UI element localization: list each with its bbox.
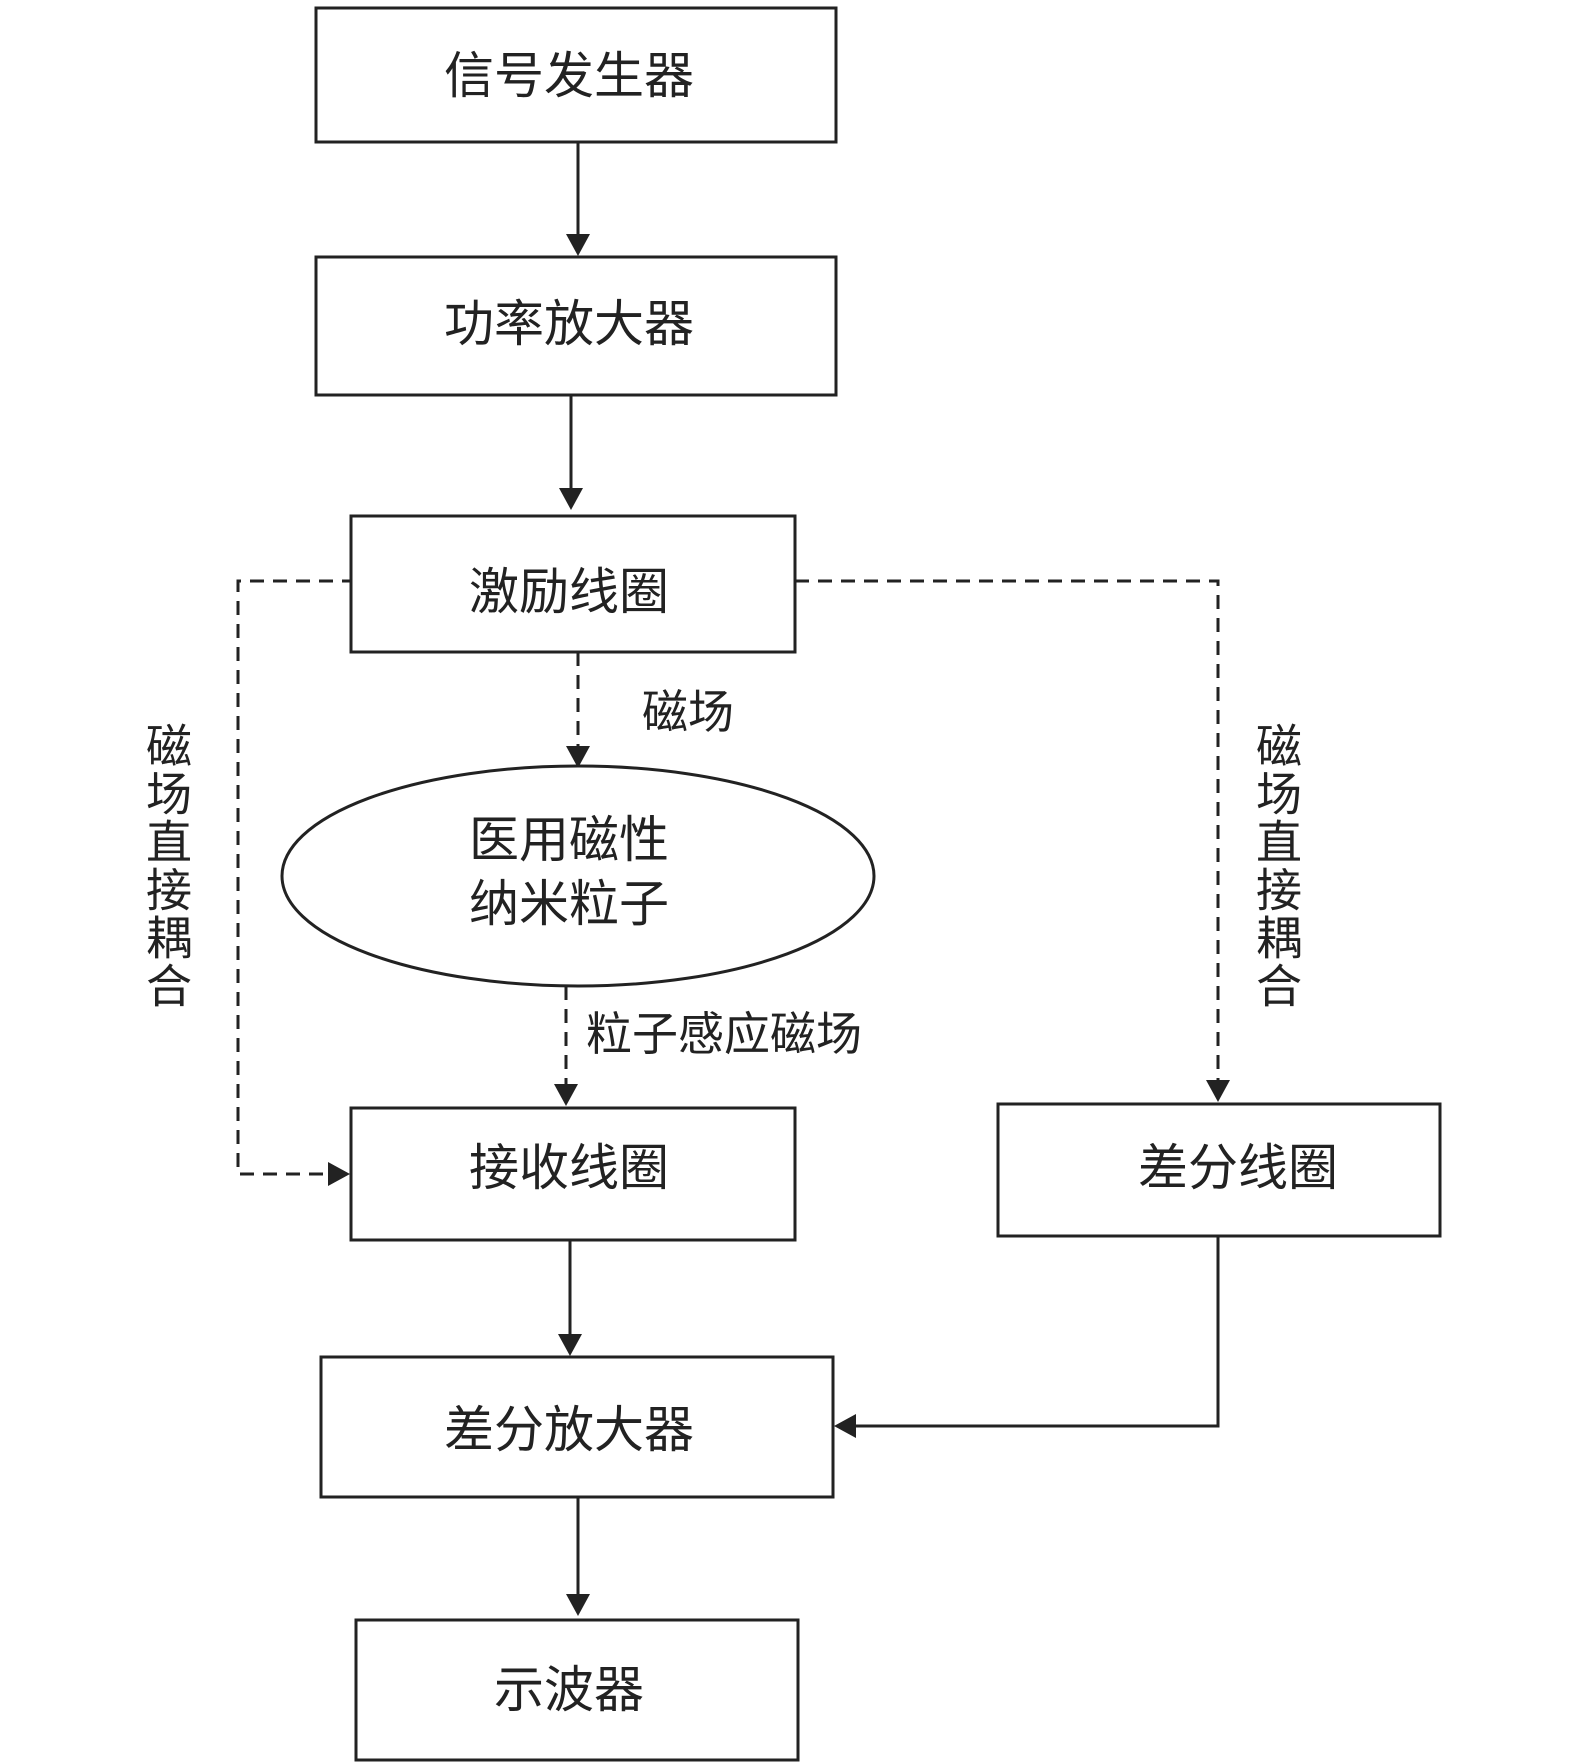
differential-coil-label: 差分线圈 xyxy=(1138,1139,1338,1197)
node-receiving-coil: 接收线圈 xyxy=(349,1106,797,1242)
edge-signal-to-power xyxy=(566,142,590,256)
edge-receiving-to-diffamp xyxy=(558,1240,582,1356)
edge-diffcoil-to-diffamp xyxy=(834,1236,1220,1438)
receiving-coil-label: 接收线圈 xyxy=(469,1139,669,1197)
node-nanoparticles: 医用磁性 纳米粒子 xyxy=(280,764,876,988)
signal-generator-label: 信号发生器 xyxy=(444,47,694,105)
nanoparticles-label-line2: 纳米粒子 xyxy=(469,875,669,933)
magnetic-field-label: 磁场 xyxy=(642,685,734,739)
node-power-amplifier: 功率放大器 xyxy=(314,255,838,397)
excitation-coil-label: 激励线圈 xyxy=(469,563,669,621)
direct-coupling-left-label: 磁场直接耦合 xyxy=(139,722,193,1010)
edge-excitation-to-receiving-direct xyxy=(236,579,356,1186)
nanoparticles-label-line1: 医用磁性 xyxy=(469,811,669,869)
oscilloscope-label: 示波器 xyxy=(494,1661,644,1719)
edge-excitation-to-particles xyxy=(566,652,590,768)
edge-particles-to-receiving xyxy=(554,986,578,1106)
power-amplifier-label: 功率放大器 xyxy=(444,295,694,353)
node-excitation-coil: 激励线圈 xyxy=(349,514,797,654)
edge-diffamp-to-oscilloscope xyxy=(566,1497,590,1616)
node-differential-coil: 差分线圈 xyxy=(996,1102,1442,1238)
edge-power-to-excitation xyxy=(559,395,583,510)
node-oscilloscope: 示波器 xyxy=(354,1618,800,1762)
edge-excitation-to-differential-direct xyxy=(795,579,1230,1102)
node-signal-generator: 信号发生器 xyxy=(314,6,838,144)
differential-amplifier-label: 差分放大器 xyxy=(444,1401,694,1459)
direct-coupling-right-label: 磁场直接耦合 xyxy=(1249,722,1303,1010)
particle-induced-field-label: 粒子感应磁场 xyxy=(586,1007,862,1061)
node-differential-amplifier: 差分放大器 xyxy=(319,1355,835,1499)
